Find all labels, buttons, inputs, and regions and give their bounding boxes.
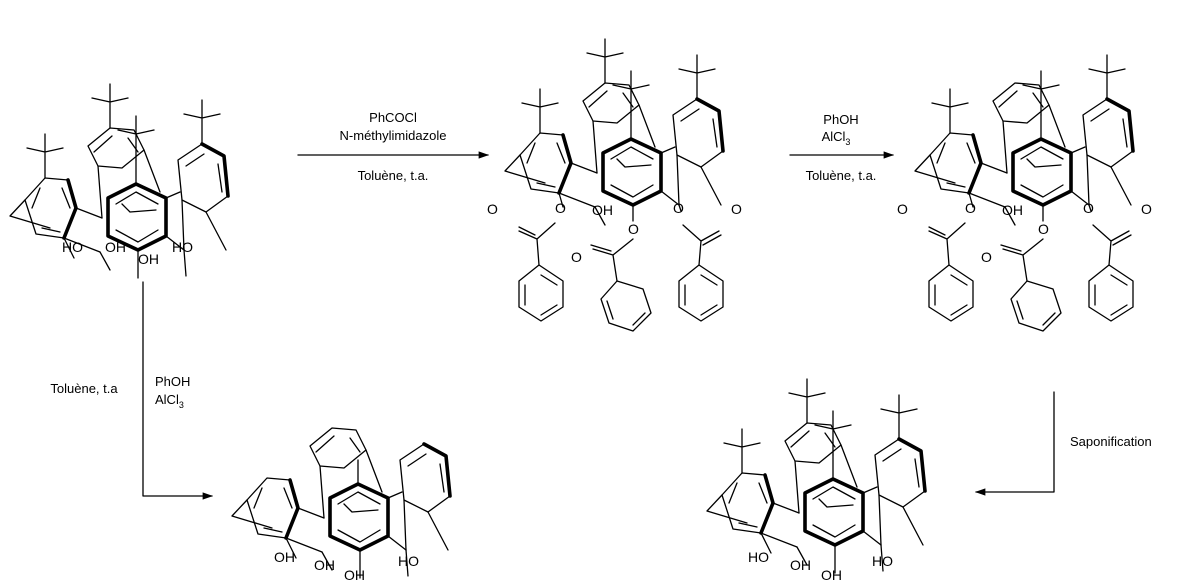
molecule-debutylated-calixarene xyxy=(230,426,452,579)
atom-label-oh-bottom-3: OH xyxy=(344,567,365,583)
atom-label-oh-tri-1: OH xyxy=(592,202,613,218)
atom-label-oh-1: OH xyxy=(105,239,126,255)
arrow-step-4 xyxy=(974,391,1055,496)
atom-label-o-carbonyl-mid-2: O xyxy=(981,249,992,265)
atom-label-o-ester-right-1: O xyxy=(673,200,684,216)
molecule-starting-calixarene xyxy=(8,83,230,279)
step2-conditions: Toluène, t.a. xyxy=(806,168,877,183)
atom-label-oh-tri-2: OH xyxy=(1002,202,1023,218)
atom-label-oh-bottom-1: OH xyxy=(274,549,295,565)
atom-label-o-ester-left-1: O xyxy=(555,200,566,216)
step2-reagent-2: AlCl3 xyxy=(822,129,851,147)
step3-reagent-1: PhOH xyxy=(155,374,190,389)
atom-label-o-ester-mid-2: O xyxy=(1038,221,1049,237)
atom-label-oh-bottom-2: OH xyxy=(314,557,335,573)
atom-label-oh-br-2: OH xyxy=(821,567,842,583)
step3-reagent-2: AlCl3 xyxy=(155,392,184,410)
atom-label-oh-br-1: OH xyxy=(790,557,811,573)
molecule-tribenzoate-1 xyxy=(503,38,725,332)
step4-conditions: Saponification xyxy=(1070,434,1152,449)
step1-reagent-1: PhCOCl xyxy=(369,110,417,125)
atom-label-o-ester-mid-1: O xyxy=(628,221,639,237)
molecule-calixarene-after-saponification xyxy=(705,378,927,574)
step1-conditions: Toluène, t.a. xyxy=(358,168,429,183)
atom-label-ho-1: HO xyxy=(62,239,83,255)
atom-label-ho-br-2: HO xyxy=(872,553,893,569)
atom-label-o-ester-left-2: O xyxy=(965,200,976,216)
step1-reagent-2: N-méthylimidazole xyxy=(340,128,447,143)
atom-label-oh-2: OH xyxy=(138,251,159,267)
step2-reagent-1: PhOH xyxy=(823,112,858,127)
atom-label-o-ester-right-2: O xyxy=(1083,200,1094,216)
atom-label-o-carbonyl-mid-1: O xyxy=(571,249,582,265)
atom-label-o-carbonyl-right-1: O xyxy=(731,201,742,217)
atom-label-ho-2: HO xyxy=(172,239,193,255)
step3-conditions: Toluène, t.a xyxy=(50,381,118,396)
molecule-tribenzoate-2 xyxy=(913,54,1135,332)
atom-label-ho-br-1: HO xyxy=(748,549,769,565)
atom-label-o-carbonyl-left-1: O xyxy=(487,201,498,217)
atom-label-ho-bottom-1: HO xyxy=(398,553,419,569)
atom-label-o-carbonyl-right-2: O xyxy=(1141,201,1152,217)
atom-label-o-carbonyl-left-2: O xyxy=(897,201,908,217)
arrow-step-3 xyxy=(142,281,214,500)
